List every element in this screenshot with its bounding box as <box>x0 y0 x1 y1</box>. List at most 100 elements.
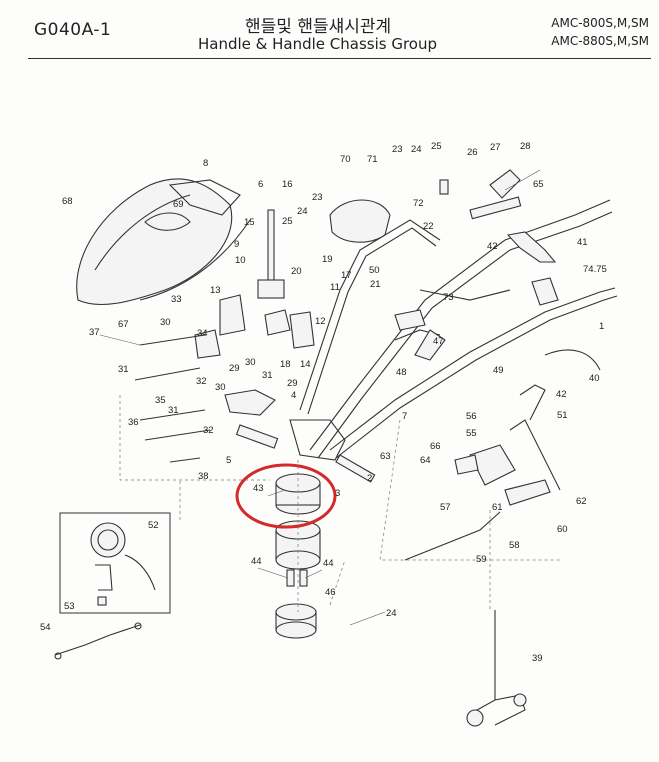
part-label: 60 <box>557 524 568 535</box>
pivot-assembly <box>235 460 337 639</box>
page-title-korean: 핸들및 핸들섀시관계 <box>245 17 392 37</box>
part-label: 24 <box>386 608 397 619</box>
part-label: 65 <box>533 179 544 190</box>
part-label: 22 <box>423 221 434 232</box>
part-label: 49 <box>493 365 504 376</box>
part-label: 31 <box>262 370 273 381</box>
part-label: 29 <box>229 363 240 374</box>
part-label: 48 <box>396 367 407 378</box>
handle-cover <box>76 178 251 306</box>
part-label: 51 <box>557 410 568 421</box>
part-label: 17 <box>341 270 352 281</box>
part-label: 61 <box>492 502 503 513</box>
part-label: 55 <box>466 428 477 439</box>
handle-chassis-frame <box>289 199 618 461</box>
highlight-circle <box>235 463 337 529</box>
part-label: 46 <box>325 587 336 598</box>
part-label: 30 <box>215 382 226 393</box>
part-label: 33 <box>171 294 182 305</box>
part-label: 62 <box>576 496 587 507</box>
part-label: 15 <box>244 217 255 228</box>
part-label: 8 <box>203 158 208 169</box>
part-label: 3 <box>335 488 340 499</box>
part-label: 64 <box>420 455 431 466</box>
part-label: 72 <box>413 198 424 209</box>
part-label: 24 <box>411 144 422 155</box>
part-label: 54 <box>40 622 51 633</box>
part-label: 47 <box>433 336 444 347</box>
part-label: 71 <box>367 154 378 165</box>
page-title-english: Handle & Handle Chassis Group <box>198 35 438 53</box>
part-label: 25 <box>282 216 293 227</box>
part-label: 37 <box>89 327 100 338</box>
part-label: 31 <box>168 405 179 416</box>
part-label: 9 <box>234 239 239 250</box>
part-label: 36 <box>128 417 139 428</box>
part-label: 66 <box>430 441 441 452</box>
part-label: 18 <box>280 359 291 370</box>
part-label: 26 <box>467 147 478 158</box>
part-label: 38 <box>198 471 209 482</box>
part-label: 30 <box>245 357 256 368</box>
part-label: 4 <box>291 390 296 401</box>
part-label: 58 <box>509 540 520 551</box>
part-label: 16 <box>282 179 293 190</box>
model-label-800: AMC-800S,M,SM <box>551 16 649 30</box>
part-label: 30 <box>160 317 171 328</box>
part-label: 13 <box>210 285 221 296</box>
part-label: 11 <box>330 282 340 293</box>
header-rule <box>28 58 651 59</box>
part-label: 23 <box>392 144 403 155</box>
part-label: 74.75 <box>583 264 607 275</box>
part-label: 23 <box>312 192 323 203</box>
part-label: 69 <box>173 199 184 210</box>
part-label: 32 <box>203 425 214 436</box>
throttle-cables <box>134 334 501 561</box>
part-label: 21 <box>370 279 381 290</box>
part-label: 32 <box>196 376 207 387</box>
part-label: 50 <box>369 265 380 276</box>
part-label: 53 <box>64 601 75 612</box>
part-label: 56 <box>466 411 477 422</box>
part-label: 59 <box>476 554 487 565</box>
part-label: 10 <box>235 255 246 266</box>
part-label: 43 <box>253 483 264 494</box>
control-levers <box>194 169 601 506</box>
part-label: 5 <box>226 455 231 466</box>
model-label-880: AMC-880S,M,SM <box>551 34 649 48</box>
part-label: 44 <box>323 558 334 569</box>
part-label: 70 <box>340 154 351 165</box>
part-label: 12 <box>315 316 326 327</box>
part-label: 6 <box>258 179 263 190</box>
part-label: 57 <box>440 502 451 513</box>
leader-lines <box>99 169 541 626</box>
part-label: 73 <box>443 292 454 303</box>
part-label: 25 <box>431 141 442 152</box>
part-label: 2 <box>367 473 372 484</box>
part-label: 7 <box>402 411 407 422</box>
part-label: 67 <box>118 319 129 330</box>
part-label: 39 <box>532 653 543 664</box>
part-label: 52 <box>148 520 159 531</box>
part-label: 19 <box>322 254 333 265</box>
part-label: 34 <box>197 328 208 339</box>
part-number-labels: 70 71 23 24 25 26 27 28 8 6 16 68 69 23 … <box>40 141 607 664</box>
part-label: 44 <box>251 556 262 567</box>
part-label: 68 <box>62 196 73 207</box>
part-label: 20 <box>291 266 302 277</box>
part-label: 63 <box>380 451 391 462</box>
grouping-lines <box>119 395 560 610</box>
lamp-inset <box>59 512 171 614</box>
part-label: 27 <box>490 142 501 153</box>
part-label: 14 <box>300 359 311 370</box>
wire-and-link <box>54 610 527 727</box>
part-label: 24 <box>297 206 308 217</box>
part-label: 35 <box>155 395 166 406</box>
part-label: 42 <box>487 241 498 252</box>
part-label: 28 <box>520 141 531 152</box>
part-label: 42 <box>556 389 567 400</box>
part-label: 40 <box>589 373 600 384</box>
part-label: 31 <box>118 364 129 375</box>
